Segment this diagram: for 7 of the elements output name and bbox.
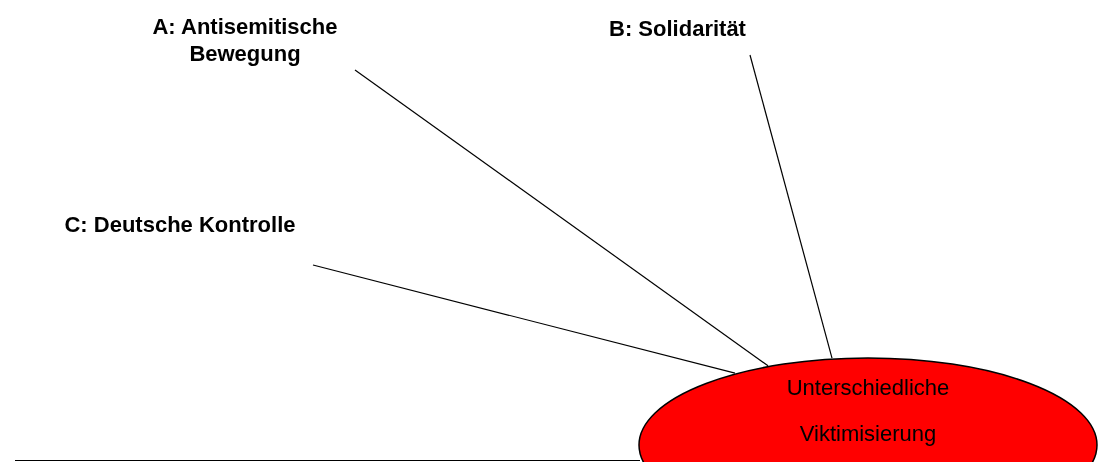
heading-label: C: Deutsche Kontrolle <box>63 211 297 238</box>
connector-line <box>312 264 736 374</box>
node-label: Unterschiedliche Viktimisierung <box>785 374 951 448</box>
heading-label: B: Solidarität <box>608 15 747 42</box>
connector-line <box>749 54 833 359</box>
connector-line <box>354 69 769 367</box>
heading-label: A: Antisemitische Bewegung <box>151 13 339 67</box>
